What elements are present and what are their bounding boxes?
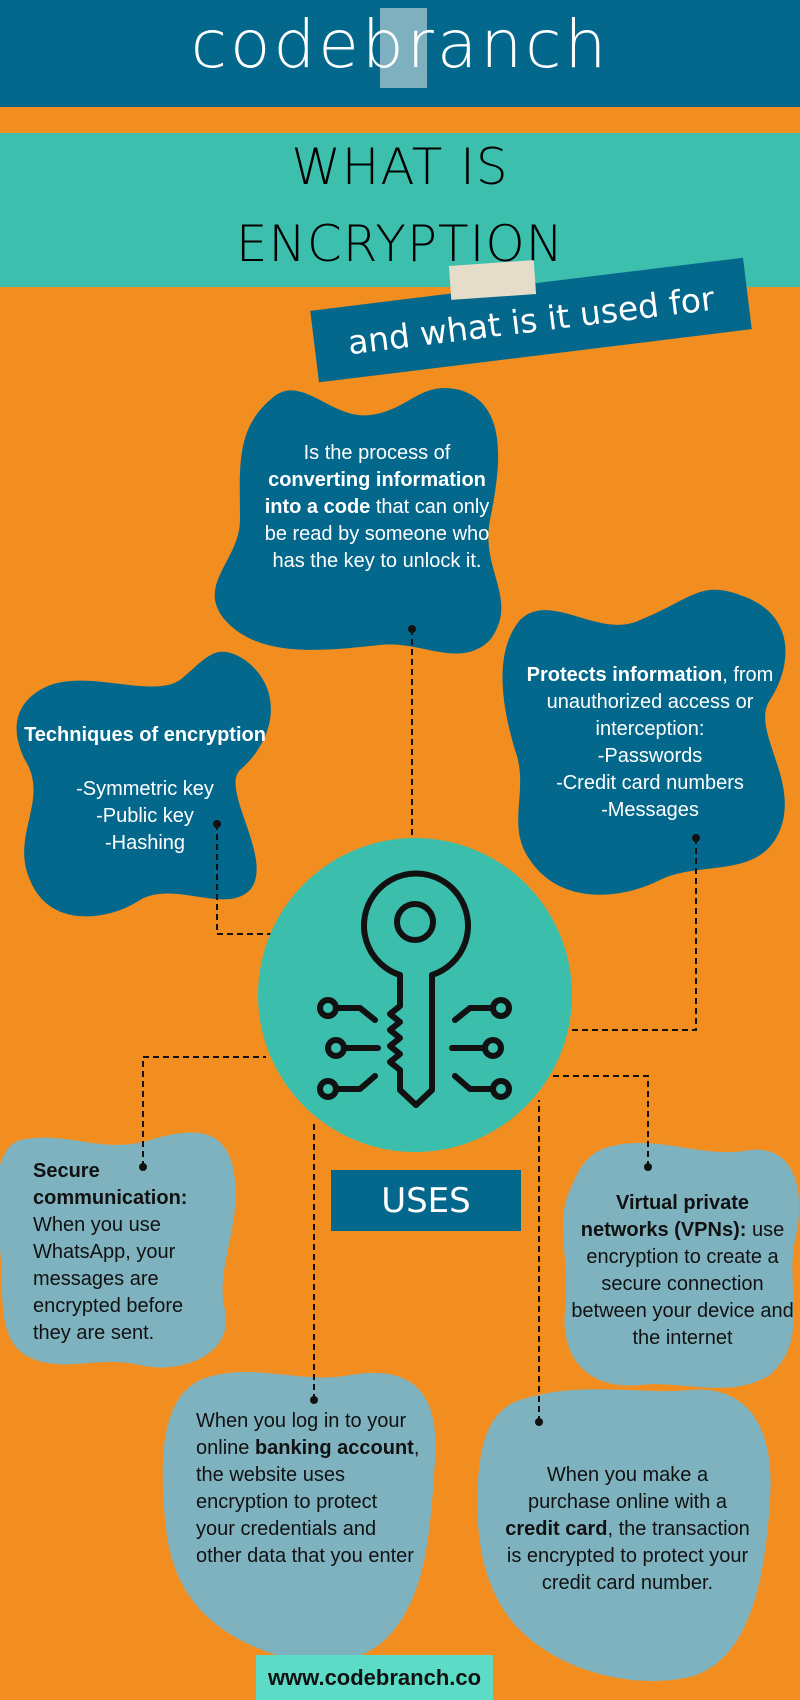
protects-blob — [502, 589, 786, 895]
logo-highlight — [380, 8, 427, 88]
techniques-heading: Techniques of encryption — [24, 724, 266, 746]
vpn-blob — [563, 1142, 800, 1388]
title-line-1: WHAT IS — [291, 138, 509, 196]
definition-text: Is the process of converting information… — [264, 442, 490, 572]
banking-text: When you log in to your online banking a… — [196, 1410, 420, 1567]
credit-blob — [477, 1389, 771, 1681]
banking-blob — [162, 1371, 436, 1663]
credit-card-text: When you make a purchase online with a c… — [505, 1464, 750, 1594]
connector-lines — [142, 629, 697, 1422]
techniques-text: Techniques of encryption -Symmetric key … — [24, 724, 266, 854]
uses-label: USES — [331, 1170, 521, 1231]
title-band — [0, 133, 800, 287]
key-circle — [258, 838, 572, 1152]
logo: codebranch — [190, 6, 610, 83]
website-link[interactable]: www.codebranch.co — [256, 1655, 493, 1700]
techniques-blob — [16, 651, 271, 917]
secure-blob — [0, 1132, 236, 1368]
key-icon — [317, 870, 512, 1108]
secure-communication-text: Secure communication: When you use Whats… — [33, 1160, 188, 1344]
protects-text: Protects information, from unauthorized … — [526, 664, 774, 821]
connector-dots — [139, 625, 700, 1426]
definition-blob — [214, 387, 502, 654]
vpn-text: Virtual private networks (VPNs): use enc… — [571, 1192, 794, 1349]
